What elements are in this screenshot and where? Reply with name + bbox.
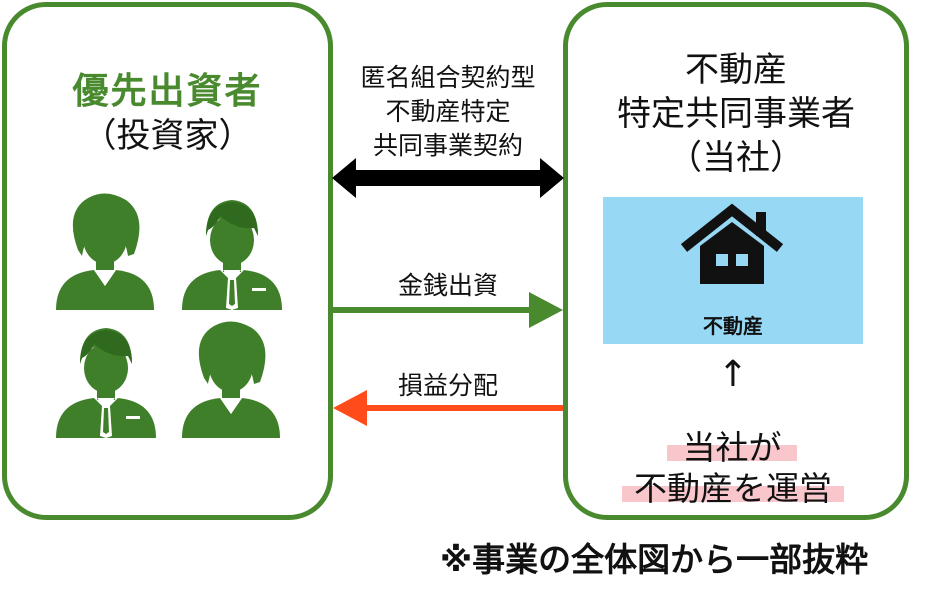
investment-arrow: [333, 292, 563, 328]
distribution-arrow: [333, 390, 563, 426]
company-title-line3: （当社）: [668, 138, 804, 178]
male-investor-icon: [182, 200, 282, 310]
company-title-line2: 特定共同事業者: [617, 94, 855, 134]
contract-double-arrow: [332, 158, 564, 198]
company-title-line1: 不動産: [685, 50, 787, 90]
up-arrow: ↑: [717, 354, 749, 395]
property-label: 不動産: [703, 314, 763, 338]
investor-subtitle: （投資家）: [82, 116, 253, 156]
footnote: ※事業の全体図から一部抜粋: [440, 540, 869, 579]
operation-note-line2: 不動産を運営: [634, 469, 832, 508]
distribution-label: 損益分配: [397, 371, 498, 400]
contract-label-line3: 共同事業契約: [372, 131, 523, 160]
female-investor-icon: [182, 321, 280, 438]
operation-note-line2-highlight: 不動産を運営: [622, 466, 844, 508]
contract-label-line1: 匿名組合契約型: [360, 63, 536, 92]
operation-note-line1: 当社が: [682, 428, 782, 467]
investment-label: 金銭出資: [397, 271, 498, 300]
operation-note-line1-highlight: 当社が: [667, 425, 797, 467]
investor-title: 優先出資者: [72, 71, 263, 112]
contract-label-line2: 不動産特定: [385, 97, 511, 126]
house-icon: [680, 203, 784, 284]
male-investor-icon: [56, 328, 156, 438]
female-investor-icon: [56, 193, 154, 310]
